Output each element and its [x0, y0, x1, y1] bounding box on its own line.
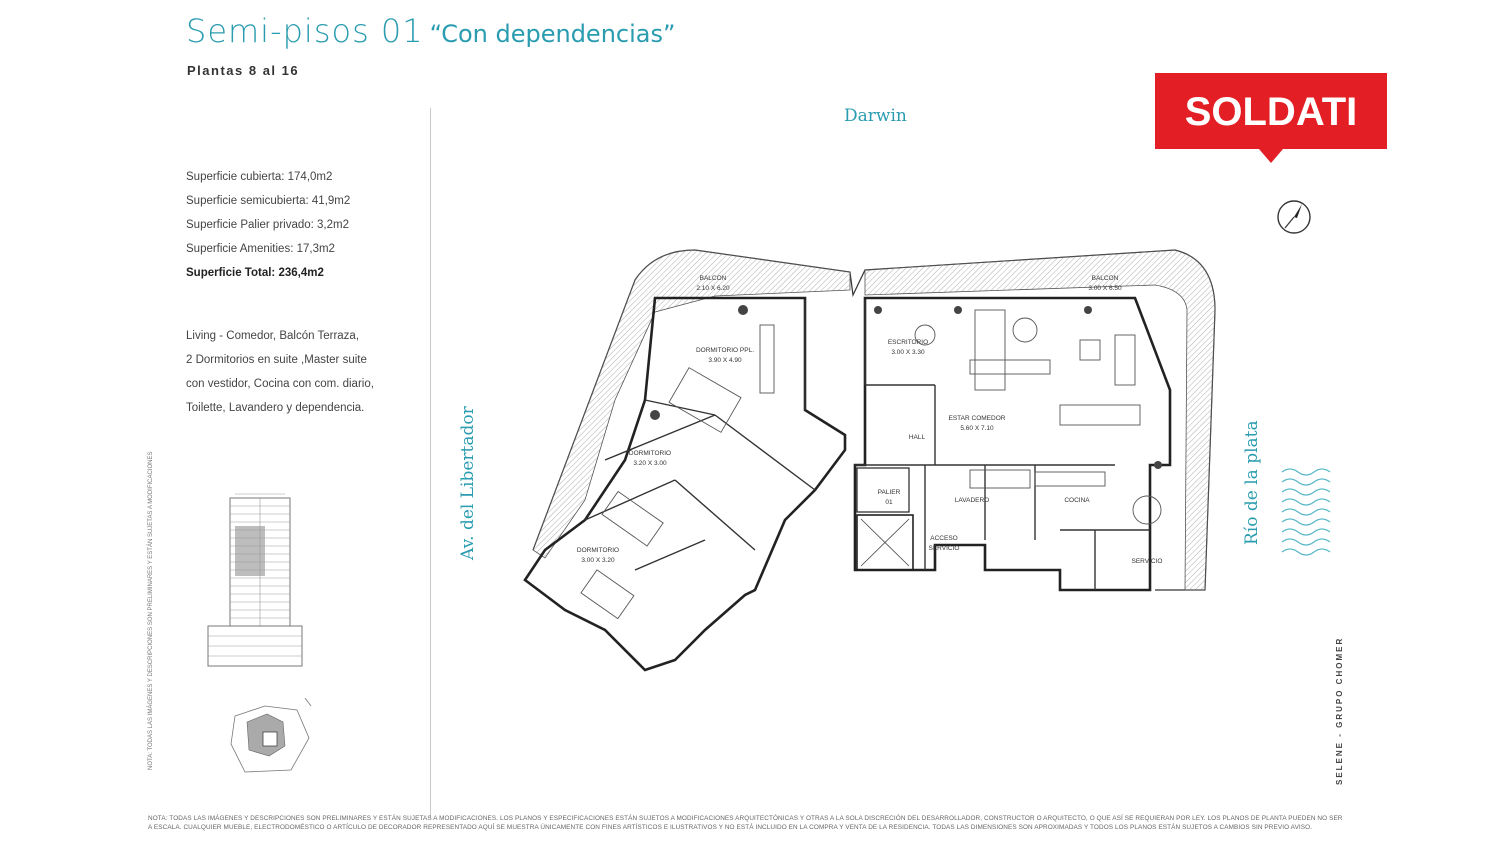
north-arrow-icon: [1277, 200, 1311, 234]
room-balcon-left: BALCON: [700, 275, 727, 282]
room-escritorio-dim: 3.00 X 3.30: [891, 349, 925, 356]
site-plan-thumbnail: [230, 698, 312, 773]
title-subtitle: “Con dependencias”: [429, 20, 676, 48]
room-palier: PALIER: [878, 489, 901, 496]
vertical-note-text: NOTA: TODAS LAS IMÁGENES Y DESCRIPCIONES…: [148, 451, 154, 770]
balcony-hatch-left: [532, 249, 851, 559]
water-waves-icon: [1281, 468, 1331, 556]
exterior-wall: [523, 296, 847, 672]
floor-plan: BALCON 2.10 X 6.20 BALCON 3.00 X 6.50 DO…: [523, 249, 1216, 672]
surface-amenities: Superficie Amenities: 17,3m2: [186, 243, 335, 255]
page-title: Semi-pisos 01“Con dependencias”: [186, 12, 675, 50]
room-dorm2-dim: 3.20 X 3.00: [633, 460, 667, 467]
room-acceso: ACCESO: [930, 535, 957, 542]
surface-semicubierta: Superficie semicubierta: 41,9m2: [186, 195, 351, 207]
balcony-hatch-right: [864, 249, 1216, 591]
street-label-rio: Río de la plata: [1242, 420, 1262, 545]
surface-palier: Superficie Palier privado: 3,2m2: [186, 219, 349, 231]
vertical-divider: [430, 108, 431, 818]
room-dorm3-dim: 3.00 X 3.20: [581, 557, 615, 564]
building-elevation-thumbnail: [207, 493, 303, 667]
room-estar: ESTAR COMEDOR: [949, 415, 1006, 422]
surfaces-list: Superficie cubierta: 174,0m2 Superficie …: [186, 165, 350, 285]
street-label-darwin: Darwin: [844, 106, 907, 126]
room-dorm3: DORMITORIO: [577, 547, 619, 554]
logo-text: SOLDATI: [1185, 90, 1358, 134]
room-servicio: SERVICIO: [1132, 558, 1163, 565]
floors-label: Plantas 8 al 16: [187, 63, 300, 78]
room-palier-num: 01: [885, 499, 893, 506]
elevator-core: [856, 514, 914, 571]
description-line: Toilette, Lavandero y dependencia.: [186, 402, 365, 414]
room-cocina: COCINA: [1064, 497, 1090, 504]
vertical-note: NOTA: TODAS LAS IMÁGENES Y DESCRIPCIONES…: [148, 440, 158, 770]
description-line: Living - Comedor, Balcón Terraza,: [186, 330, 360, 342]
room-lavadero: LAVADERO: [955, 497, 989, 504]
surface-total: Superficie Total: 236,4m2: [186, 267, 324, 279]
title-main: Semi-pisos 01: [186, 12, 424, 50]
street-label-libertador: Av. del Libertador: [458, 406, 478, 560]
room-estar-dim: 5.60 X 7.10: [960, 425, 994, 432]
exterior-wall-right: [853, 296, 1172, 592]
room-dorm-ppl: DORMITORIO PPL.: [696, 347, 754, 354]
description-line: 2 Dormitorios en suite ,Master suite: [186, 354, 367, 366]
room-servicio-label: SERVICIO: [929, 545, 960, 552]
description-line: con vestidor, Cocina con com. diario,: [186, 378, 374, 390]
room-escritorio: ESCRITORIO: [888, 339, 928, 346]
unit-description: Living - Comedor, Balcón Terraza, 2 Dorm…: [186, 324, 416, 420]
footnote: NOTA: TODAS LAS IMÁGENES Y DESCRIPCIONES…: [148, 815, 1343, 831]
room-balcon-right-dim: 3.00 X 6.50: [1088, 285, 1122, 292]
room-balcon-left-dim: 2.10 X 6.20: [696, 285, 730, 292]
soldati-logo: SOLDATI: [1155, 73, 1387, 163]
room-dorm2: DORMITORIO: [629, 450, 671, 457]
surface-cubierta: Superficie cubierta: 174,0m2: [186, 171, 333, 183]
room-dorm-ppl-dim: 3.90 X 4.90: [708, 357, 742, 364]
room-balcon-right: BALCON: [1092, 275, 1119, 282]
brand-vertical: SELENE - GRUPO CHOMER: [1335, 636, 1344, 785]
room-hall: HALL: [909, 434, 926, 441]
